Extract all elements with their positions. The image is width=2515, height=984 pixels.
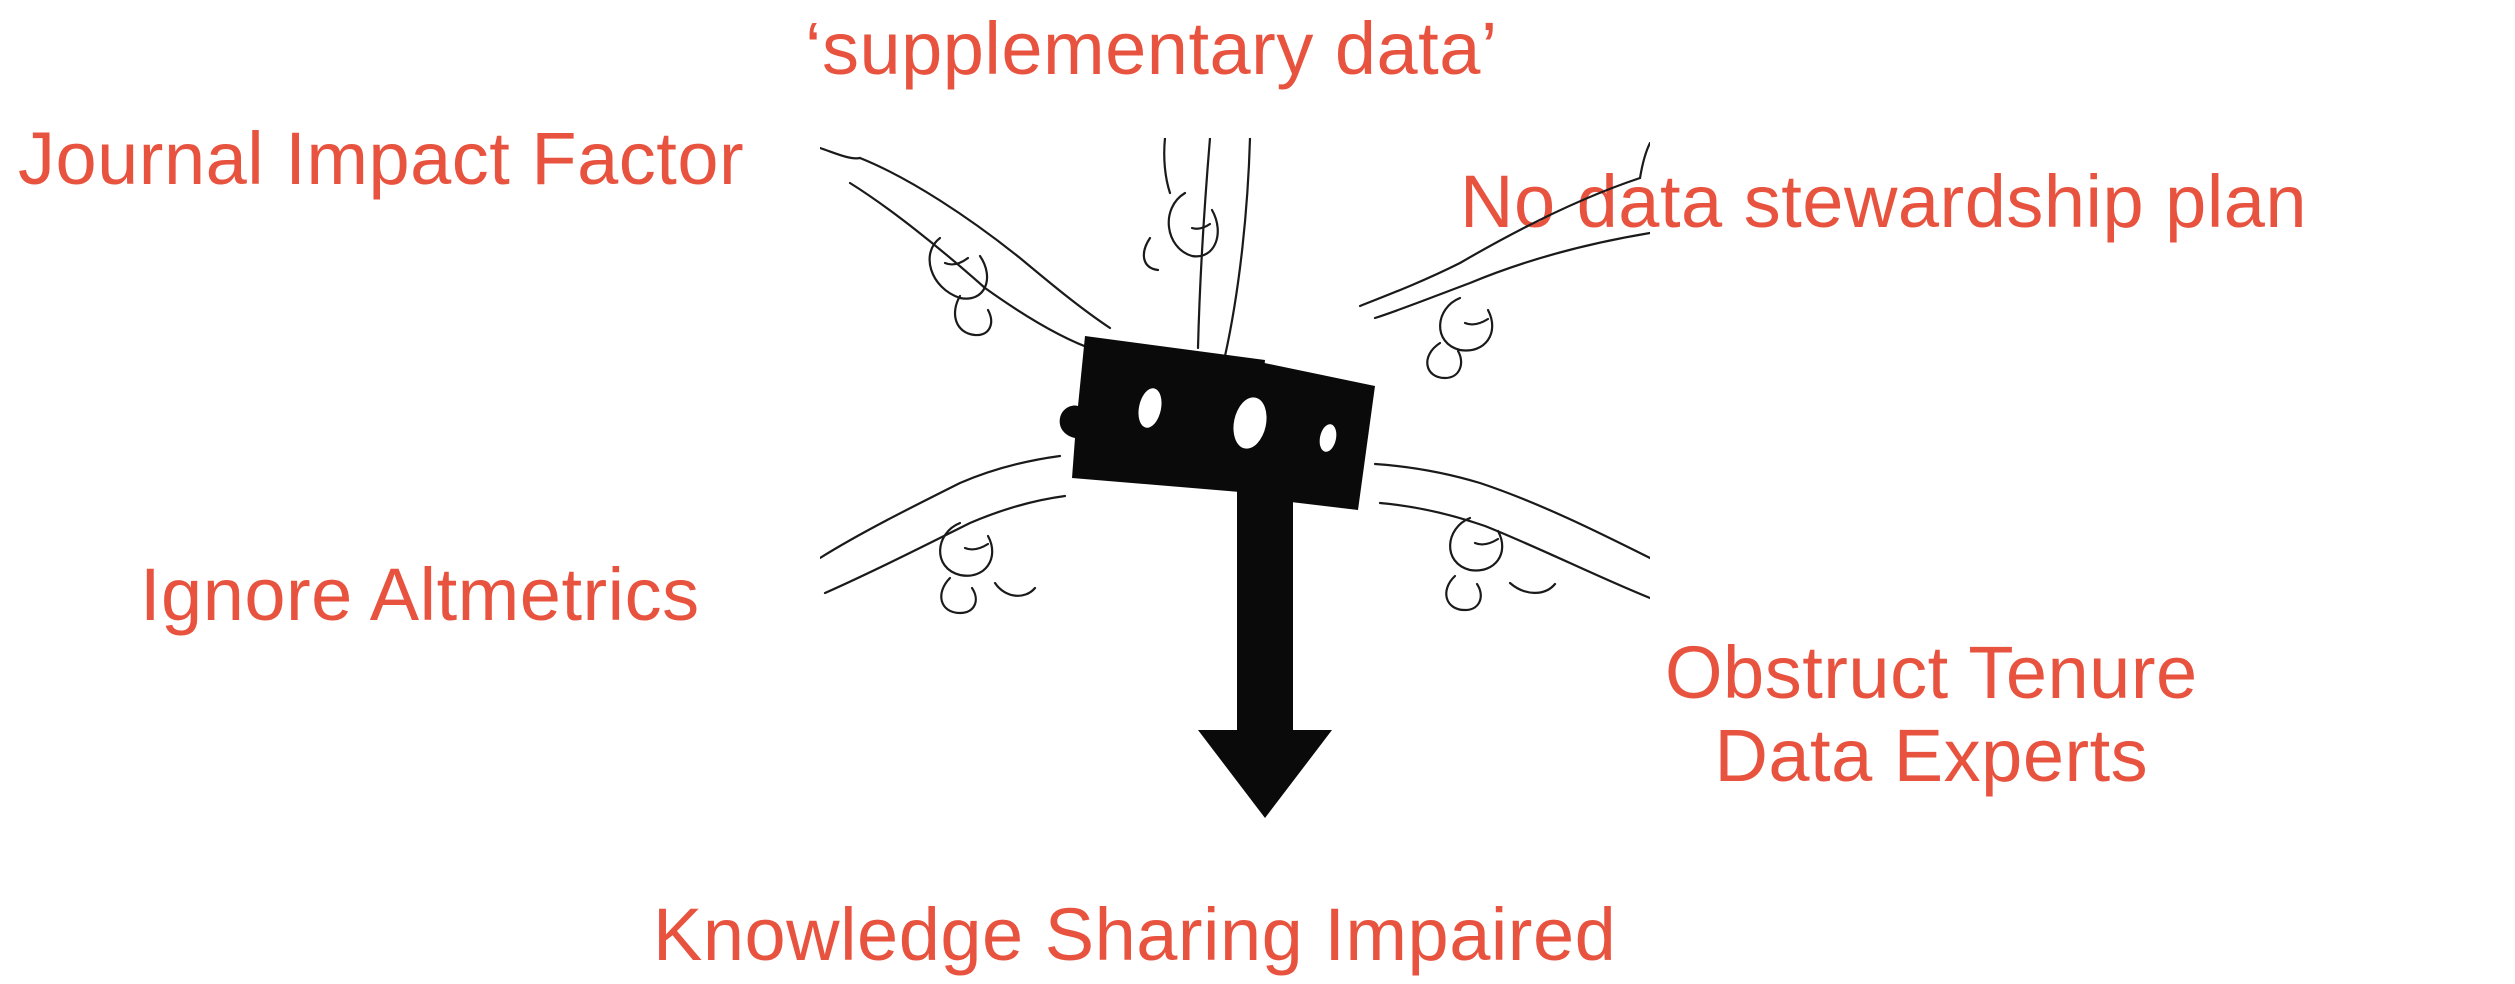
hand-bottom-left-icon xyxy=(820,454,1067,615)
down-arrow-icon xyxy=(1198,483,1332,818)
label-obstruct-tenure: Obstruct Tenure Data Experts xyxy=(1665,631,2198,798)
hand-bottom-right-icon xyxy=(1373,462,1650,612)
hand-top-left-icon xyxy=(820,146,1112,352)
label-obstruct-tenure-line1: Obstruct Tenure xyxy=(1665,631,2198,714)
label-no-data-stewardship-plan: No data stewardship plan xyxy=(1460,160,2308,243)
puzzle-pieces-icon xyxy=(1059,336,1375,510)
label-supplementary-data: ‘supplementary data’ xyxy=(805,7,1498,90)
label-obstruct-tenure-line2: Data Experts xyxy=(1714,713,2149,797)
pointing-hands-puzzle-icon xyxy=(820,138,1650,818)
label-ignore-altmetrics: Ignore Altmetrics xyxy=(140,553,700,636)
label-journal-impact-factor: Journal Impact Factor xyxy=(18,117,745,200)
hand-top-right-icon xyxy=(1358,141,1650,380)
label-knowledge-sharing-impaired: Knowledge Sharing Impaired xyxy=(653,893,1617,976)
hand-top-center-icon xyxy=(1142,138,1252,358)
